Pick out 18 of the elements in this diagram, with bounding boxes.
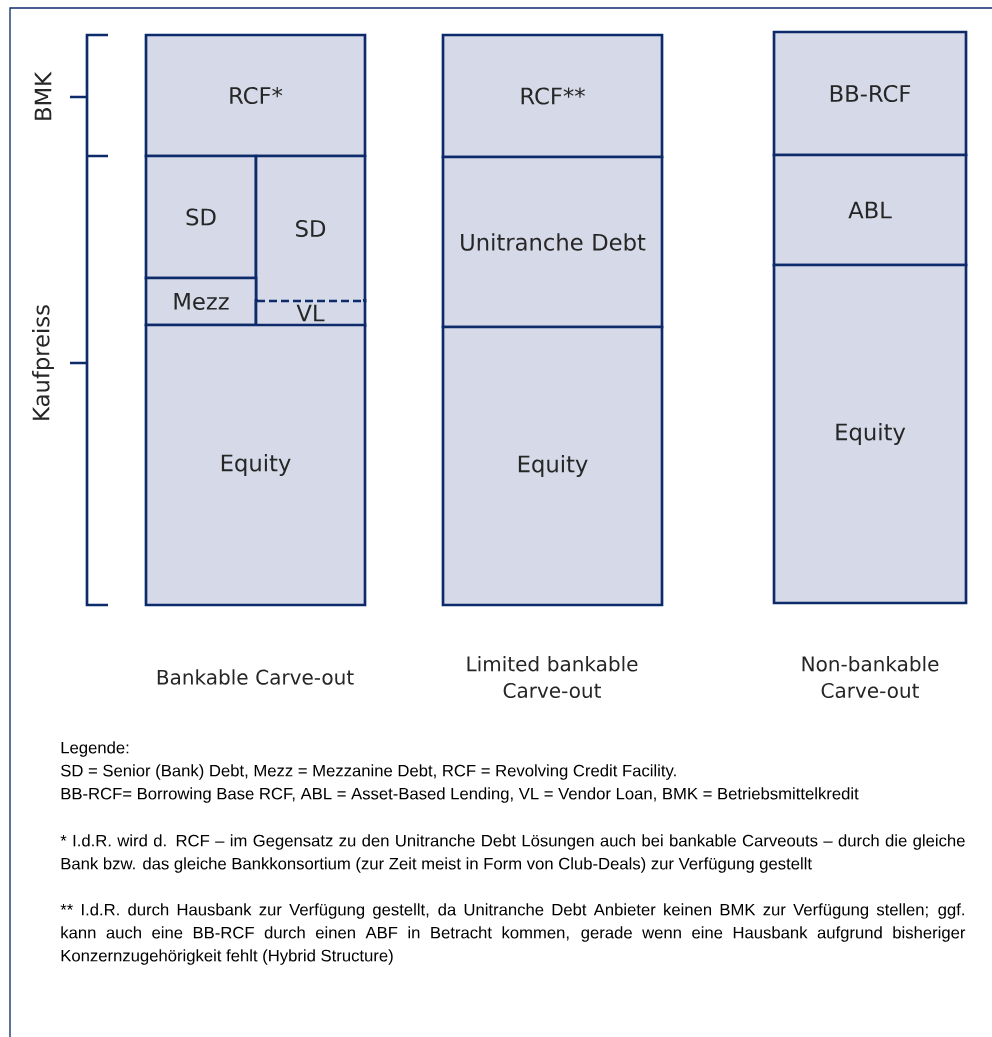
legend-text: BB-RCF= Borrowing Base RCF, ABL = Asset-Based Lending, VL = Vendor Loan, BMK = Betriebsmittelkredit (61, 787, 859, 803)
tranche-box: ABL (772, 153, 968, 267)
column-caption: Non-bankable Carve-out (802, 655, 939, 699)
tranche-box: Mezz (144, 276, 258, 327)
tranche-box: RCF** (441, 33, 664, 159)
tranche-box: Equity (441, 325, 664, 607)
tranche-box: VL (254, 298, 367, 328)
legend-text: * I.d.R. wird d. RCF – im Gegensatz zu den Unitranche Debt Lösungen auch bei bankable Carveouts – durch die gleiche Bank bzw. das gleiche Bankkonsortium (zur Zeit meist in Form von Club-Deals) zur Verfügung gestellt (60, 834, 965, 873)
tranche-box: RCF* (144, 33, 367, 158)
column-caption: Limited bankable Carve-out (467, 655, 638, 699)
axis-label: BMK (34, 71, 52, 120)
legend-text: SD = Senior (Bank) Debt, Mezz = Mezzanine Debt, RCF = Revolving Credit Facility. (61, 764, 676, 780)
tranche-box: Unitranche Debt (441, 155, 664, 329)
tranche-box: BB-RCF (772, 30, 968, 157)
axis-label: Kaufpreiss (32, 305, 54, 420)
legend-text: Legende: (61, 741, 129, 757)
legend-text: ** I.d.R. durch Hausbank zur Verfügung gestellt, da Unitranche Debt Anbieter keinen BMK zur Verfügung stellen; ggf. kann auch eine BB-RCF durch einen ABF in Betracht kommen, gerade wenn eine Hausbank aufgrund bisheriger Konzernzugehörigkeit fehlt (Hybrid Structure) (60, 903, 966, 965)
column-caption: Bankable Carve-out (157, 669, 354, 685)
